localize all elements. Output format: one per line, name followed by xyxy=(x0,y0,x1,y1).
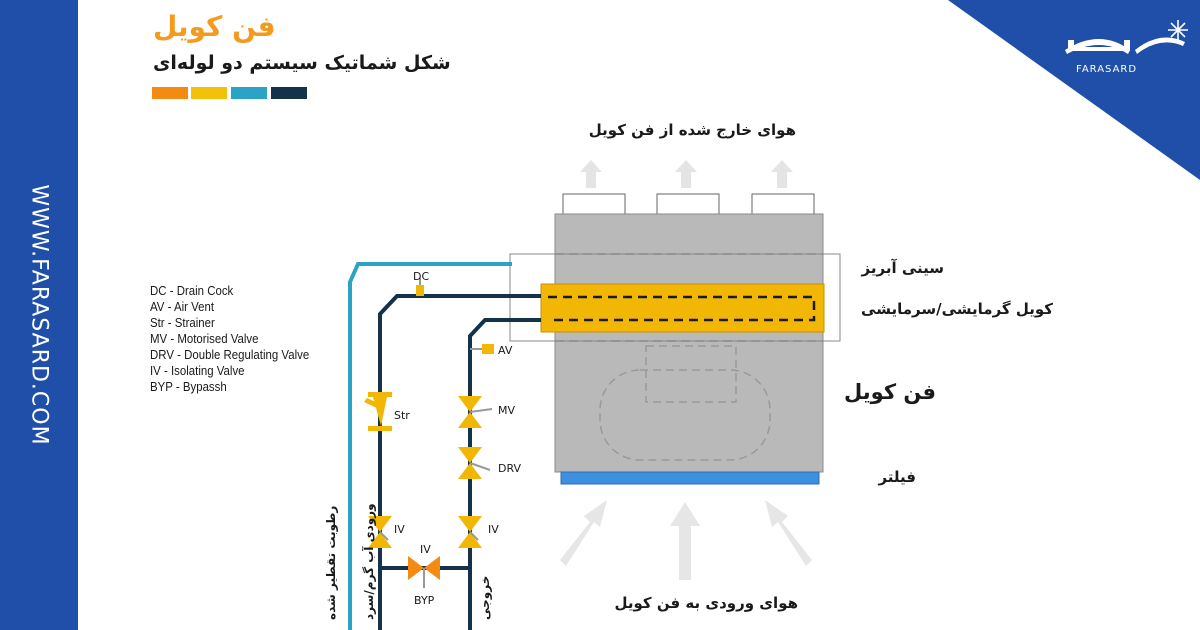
legend-item-mv: MV - Motorised Valve xyxy=(150,331,259,346)
fan-motor-outline xyxy=(645,345,737,403)
color-strip-yellow xyxy=(191,87,227,99)
strainer[interactable] xyxy=(364,392,392,431)
label-air-in: هوای ورودی به فن کویل xyxy=(614,594,798,612)
tag-byp: BYP xyxy=(414,594,435,607)
air-out-arrows xyxy=(580,160,793,188)
legend-item-av: AV - Air Vent xyxy=(150,299,215,314)
brand-corner xyxy=(948,0,1200,180)
coil xyxy=(540,283,825,333)
label-fan-coil: فن کویل xyxy=(844,380,936,404)
page-title: فن کویل xyxy=(153,10,276,43)
drain-cock[interactable] xyxy=(416,278,424,296)
color-strip-orange xyxy=(152,87,188,99)
legend-item-byp: BYP - Bypassh xyxy=(150,379,227,394)
left-brand-bar xyxy=(0,0,78,630)
isolating-valve-return[interactable] xyxy=(458,516,482,548)
tag-mv: MV xyxy=(498,404,515,417)
tag-av: AV xyxy=(498,344,513,357)
legend-item-drv: DRV - Double Regulating Valve xyxy=(150,347,310,362)
isolating-valve-supply[interactable] xyxy=(368,516,392,548)
outlet-grille xyxy=(562,193,626,216)
return-pipe xyxy=(468,318,541,630)
bypass-valve[interactable] xyxy=(408,556,440,588)
tag-iv-return: IV xyxy=(488,523,499,536)
label-coil: کویل گرمایشی/سرمایشی xyxy=(861,300,1053,318)
label-filter: فیلتر xyxy=(878,468,916,486)
motorised-valve[interactable] xyxy=(458,396,493,428)
legend-item-dc: DC - Drain Cock xyxy=(150,283,234,298)
label-air-out: هوای خارج شده از فن کویل xyxy=(588,121,796,139)
label-drip-tray: سینی آبریز xyxy=(861,259,944,277)
legend-item-str: Str - Strainer xyxy=(150,315,215,330)
fan-scroll-outline xyxy=(599,369,771,461)
supply-pipe xyxy=(378,294,541,630)
farasard-logo-icon[interactable] xyxy=(1065,20,1188,54)
brand-name: FARASARD xyxy=(1076,64,1138,75)
air-vent[interactable] xyxy=(470,344,494,354)
filter xyxy=(560,471,820,485)
color-strip-teal xyxy=(231,87,267,99)
label-supply: ورودی آب گرم/سرد xyxy=(362,503,376,620)
color-strip-navy xyxy=(271,87,307,99)
condensate-pipe xyxy=(348,262,512,630)
tag-str: Str xyxy=(394,409,410,422)
fan-coil-body xyxy=(554,213,824,473)
air-in-arrows xyxy=(560,500,812,580)
double-regulating-valve[interactable] xyxy=(458,447,491,479)
label-return: خروجی xyxy=(478,575,492,620)
label-condensate: رطوبت تقطیر شده xyxy=(324,505,338,620)
page-subtitle: شکل شماتیک سیستم دو لوله‌ای xyxy=(153,52,451,74)
outlet-grille xyxy=(751,193,815,216)
tag-dc: DC xyxy=(413,270,429,283)
tag-iv-supply: IV xyxy=(394,523,405,536)
tag-drv: DRV xyxy=(498,462,522,475)
outlet-grille xyxy=(656,193,720,216)
legend-item-iv: IV - Isolating Valve xyxy=(150,363,245,378)
tag-iv-bypass: IV xyxy=(420,543,431,556)
coil-tube xyxy=(548,295,816,322)
